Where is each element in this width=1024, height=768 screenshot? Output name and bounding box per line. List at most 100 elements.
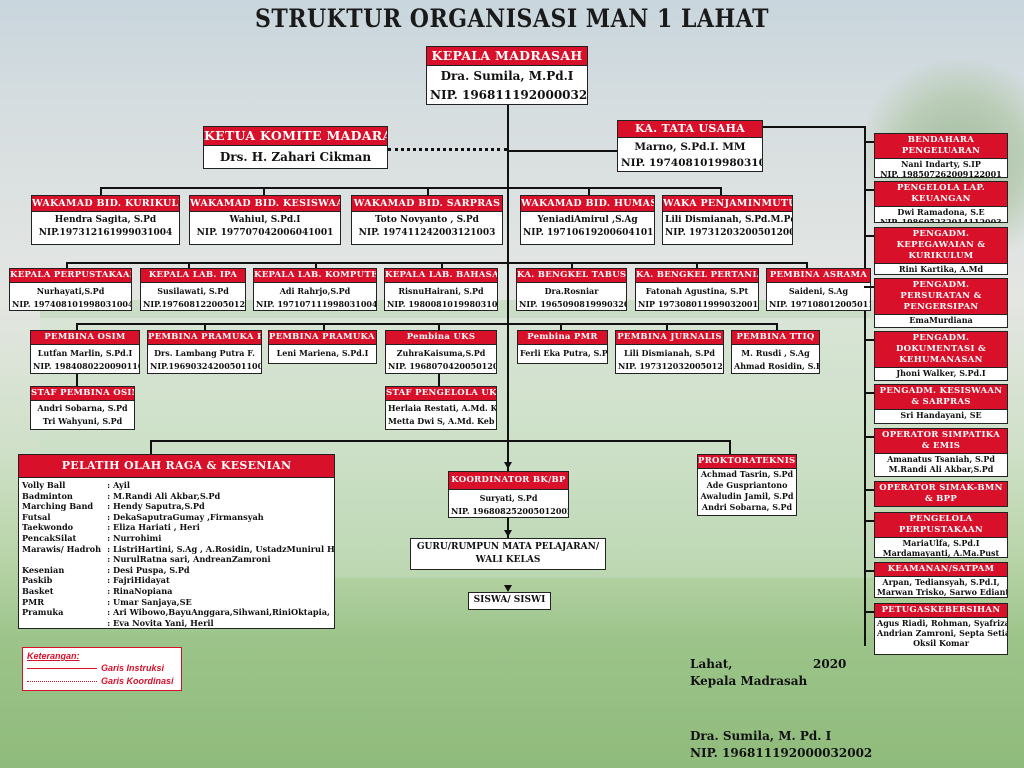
- staff-connector: [864, 520, 874, 522]
- pembina-box[interactable]: Pembina PMR Ferli Eka Putra, S.Pd: [517, 330, 608, 364]
- staff-line: Andrian Zamroni, Septa Setiawan,: [875, 628, 1007, 638]
- staff-role: BENDAHARA PENGELUARAN: [875, 134, 1007, 159]
- pelatih-nama: : Eva Novita Yani, Heril: [104, 618, 335, 629]
- pelatih-nama: : Eliza Hariati , Heri: [104, 522, 335, 533]
- pembina-box[interactable]: PEMBINA JURNALIS Lili Dismianah, S.Pd NI…: [615, 330, 724, 374]
- proktor-line: Ade Guspriantono: [698, 480, 796, 491]
- pelatih-box[interactable]: PELATIH OLAH RAGA & KESENIAN Volly Ball:…: [18, 454, 335, 629]
- sign-name: Dra. Sumila, M. Pd. I: [690, 729, 831, 743]
- pembina-box[interactable]: Pembina UKS ZuhraKaisuma,S.Pd NIP. 19680…: [385, 330, 497, 374]
- staf-osim-role: STAF PEMBINA OSIM: [31, 387, 134, 401]
- staff-connector: [864, 570, 874, 572]
- staff-line: Oksil Komar: [875, 638, 1007, 648]
- pembina-name: ZuhraKaisuma,S.Pd: [386, 345, 496, 360]
- kepala-unit-box[interactable]: PEMBINA ASRAMA Saideni, S.Ag NIP. 197108…: [766, 268, 871, 311]
- wakamad-box[interactable]: WAKA PENJAMINMUTU Lili Dismianah, S.Pd.M…: [662, 195, 793, 245]
- wakamad-box[interactable]: WAKAMAD BID. HUMAS YeniadiAmirul ,S.Ag N…: [520, 195, 655, 245]
- unit-role: PEMBINA ASRAMA: [767, 269, 870, 283]
- pelatih-row: Basket: RinaNopiana: [19, 586, 335, 597]
- staff-role: OPERATOR SIMPATIKA & EMIS: [875, 429, 1007, 454]
- kepala-unit-box[interactable]: KA. BENGKEL PERTANIAN Fatonah Agustina, …: [635, 268, 759, 311]
- staff-connector: [864, 339, 874, 341]
- koordinator-bk-box[interactable]: KOORDINATOR BK/BP Suryati, S.Pd NIP. 196…: [448, 471, 569, 518]
- unit-name: Nurhayati,S.Pd: [10, 283, 131, 298]
- staff-line: Jhoni Walker, S.Pd.I: [875, 368, 1007, 378]
- legend-koordinasi: Garis Koordinasi: [101, 675, 174, 688]
- kepala-unit-box[interactable]: KEPALA LAB. BAHASA RisnuHairani, S.Pd NI…: [384, 268, 498, 311]
- staff-role: OPERATOR SIMAK-BMN & BPP: [875, 482, 1007, 507]
- guru-box[interactable]: GURU/RUMPUN MATA PELAJARAN/ WALI KELAS: [410, 538, 606, 570]
- staf-osim-line2: Tri Wahyuni, S.Pd: [31, 415, 134, 428]
- staff-role: PENGADM. KESISWAAN & SARPRAS: [875, 385, 1007, 410]
- kepala-unit-box[interactable]: KEPALA LAB. KOMPUTER Adi Rahrjo,S.Pd NIP…: [253, 268, 377, 311]
- pembina-box[interactable]: PEMBINA OSIM Lutfan Marlin, S.Pd.I NIP. …: [30, 330, 140, 374]
- proktor-box[interactable]: PROKTORATEKNISI Achmad Tasrin, S.Pd Ade …: [697, 454, 797, 516]
- staff-box[interactable]: OPERATOR SIMAK-BMN & BPPSugianto, SE: [874, 481, 1008, 507]
- sign-role: Kepala Madrasah: [690, 674, 807, 688]
- staff-line: Sri Handayani, SE: [875, 410, 1007, 420]
- unit-name: Saideni, S.Ag: [767, 283, 870, 298]
- pelatih-nama: : Nurrohimi: [104, 533, 335, 544]
- kepala-unit-box[interactable]: KEPALA LAB. IPA Susilawati, S.Pd NIP.197…: [140, 268, 246, 311]
- staff-role: PENGADM. DOKUMENTASI & KEHUMANASAN: [875, 332, 1007, 368]
- unit-name: Susilawati, S.Pd: [141, 283, 245, 298]
- pembina-box[interactable]: PEMBINA TTIQ M. Rusdi , S.Ag Ahmad Rosid…: [731, 330, 820, 374]
- pelatih-row: PencakSilat: Nurrohimi: [19, 533, 335, 544]
- staff-line: Amanatus Tsaniah, S.Pd: [875, 454, 1007, 464]
- wakamad-box[interactable]: WAKAMAD BID. KURIKULUM Hendra Sagita, S.…: [31, 195, 180, 245]
- legend-row-instruksi: Garis Instruksi: [27, 662, 177, 675]
- staf-uks-box[interactable]: STAF PENGELOLA UKS Herlaia Restati, A.Md…: [385, 386, 497, 430]
- pembina-name: Drs. Lambang Putra F.: [148, 345, 261, 360]
- staff-connector: [864, 189, 874, 191]
- staff-connector: [864, 436, 874, 438]
- pembina-role: Pembina UKS: [386, 331, 496, 345]
- wakamad-role: WAKAMAD BID. KESISWAAN: [190, 196, 340, 212]
- siswa-label: SISWA/ SISWI: [474, 595, 546, 605]
- kepala-unit-box[interactable]: KA. BENGKEL TABUS Dra.Rosniar NIP. 19650…: [516, 268, 627, 311]
- wakamad-nip: NIP. 197707042006041001: [190, 227, 340, 240]
- siswa-box[interactable]: SISWA/ SISWI: [468, 592, 551, 610]
- kepala-unit-box[interactable]: KEPALA PERPUSTAKAAN Nurhayati,S.Pd NIP. …: [9, 268, 132, 311]
- pb-drop-5: [560, 323, 562, 330]
- proktor-line: Andri Sobarna, S.Pd: [698, 502, 796, 513]
- komite-box[interactable]: KETUA KOMITE MADARASAH Drs. H. Zahari Ci…: [203, 126, 388, 169]
- pembina-role: PEMBINA PRAMUKA PI: [269, 331, 376, 345]
- pembina-role: PEMBINA PRAMUKA PA: [148, 331, 261, 345]
- tata-usaha-box[interactable]: KA. TATA USAHA Marno, S.Pd.I. MM NIP. 19…: [617, 120, 763, 172]
- wakamad-role: WAKAMAD BID. SARPRAS: [352, 196, 502, 212]
- pembina-box[interactable]: PEMBINA PRAMUKA PI Leni Mariena, S.Pd.I: [268, 330, 377, 364]
- unit-role: KEPALA LAB. KOMPUTER: [254, 269, 376, 283]
- pelatih-row: Badminton: M.Randi Ali Akbar,S.Pd: [19, 491, 335, 502]
- bk-name: Suryati, S.Pd: [449, 490, 568, 505]
- pelatih-row: Futsal: DekaSaputraGumay ,Firmansyah: [19, 512, 335, 523]
- wakamad-name: Wahiul, S.Pd.I: [190, 212, 340, 227]
- wk-drop-1: [100, 187, 102, 195]
- staff-line: Dwi Ramadona, S.E: [875, 207, 1007, 217]
- unit-nip: NIP 197308011999032001: [636, 298, 758, 311]
- pelatih-nama: : NurulRatna sari, AndreanZamroni: [104, 554, 335, 565]
- sign-year: 2020: [813, 657, 846, 671]
- kepala-madrasah-box[interactable]: KEPALA MADRASAH Dra. Sumila, M.Pd.I NIP.…: [426, 46, 588, 105]
- pembina-box[interactable]: PEMBINA PRAMUKA PA Drs. Lambang Putra F.…: [147, 330, 262, 374]
- wakamad-box[interactable]: WAKAMAD BID. SARPRAS Toto Novyanto , S.P…: [351, 195, 503, 245]
- pelatih-cabang: Marching Band: [19, 501, 104, 512]
- staff-connector: [864, 286, 874, 288]
- wakamad-box[interactable]: WAKAMAD BID. KESISWAAN Wahiul, S.Pd.I NI…: [189, 195, 341, 245]
- guru-line2: WALI KELAS: [411, 554, 605, 567]
- unit-nip: NIP. 197107111998031004: [254, 298, 376, 311]
- pb-drop-1: [76, 323, 78, 330]
- unit-nip: NIP. 197408101998031004: [10, 298, 131, 311]
- staf-osim-box[interactable]: STAF PEMBINA OSIM Andri Sobarna, S.Pd Tr…: [30, 386, 135, 430]
- wakamad-role: WAKA PENJAMINMUTU: [663, 196, 792, 212]
- wakamad-name: Lili Dismianah, S.Pd.M.Pd: [663, 212, 792, 227]
